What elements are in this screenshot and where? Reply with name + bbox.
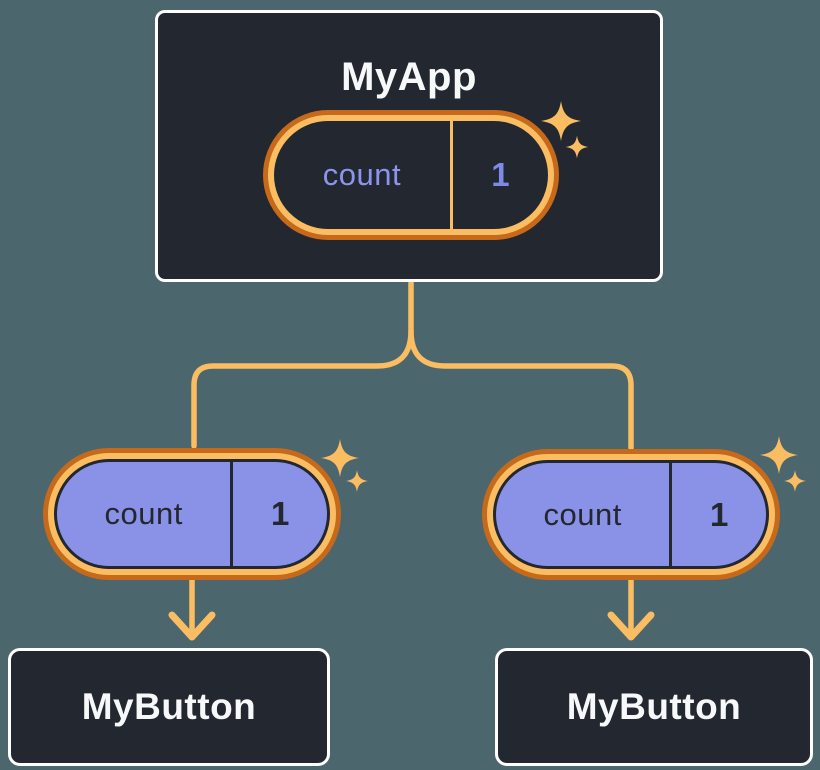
prop-pill-left: count 1 xyxy=(43,448,341,580)
pill-value-section: 1 xyxy=(669,463,766,566)
pill-value: 1 xyxy=(709,495,729,533)
arrow-down-icon xyxy=(168,611,216,641)
node-title: MyButton xyxy=(566,686,742,727)
pill-value-section: 1 xyxy=(449,121,548,229)
pill-value: 1 xyxy=(491,156,510,193)
prop-pill-body: count 1 xyxy=(493,460,769,569)
arrow-down-icon xyxy=(607,611,655,641)
pill-label-section: count xyxy=(57,462,230,566)
sparkle-icon-small xyxy=(784,470,806,492)
prop-pill-right: count 1 xyxy=(482,449,780,580)
sparkle-icon xyxy=(760,436,798,474)
pill-label: count xyxy=(543,496,622,532)
sparkle-icon xyxy=(321,439,359,477)
pill-value-section: 1 xyxy=(230,462,327,566)
state-pill: count 1 xyxy=(263,110,559,240)
pill-label-section: count xyxy=(496,463,669,566)
sparkle-icon-small xyxy=(346,470,368,492)
connector-branch-left xyxy=(191,280,414,449)
prop-pill-body: count 1 xyxy=(54,459,330,569)
pill-value: 1 xyxy=(270,495,290,532)
node-title: MyButton xyxy=(81,686,257,727)
connector-branch-right xyxy=(408,328,634,451)
state-pill-body: count 1 xyxy=(274,121,548,229)
component-node-mybutton-right: MyButton xyxy=(495,648,813,766)
node-title: MyApp xyxy=(341,55,477,99)
pill-label: count xyxy=(322,157,402,192)
pill-label-section: count xyxy=(274,121,450,229)
pill-label: count xyxy=(104,496,183,531)
component-node-mybutton-left: MyButton xyxy=(8,648,330,766)
